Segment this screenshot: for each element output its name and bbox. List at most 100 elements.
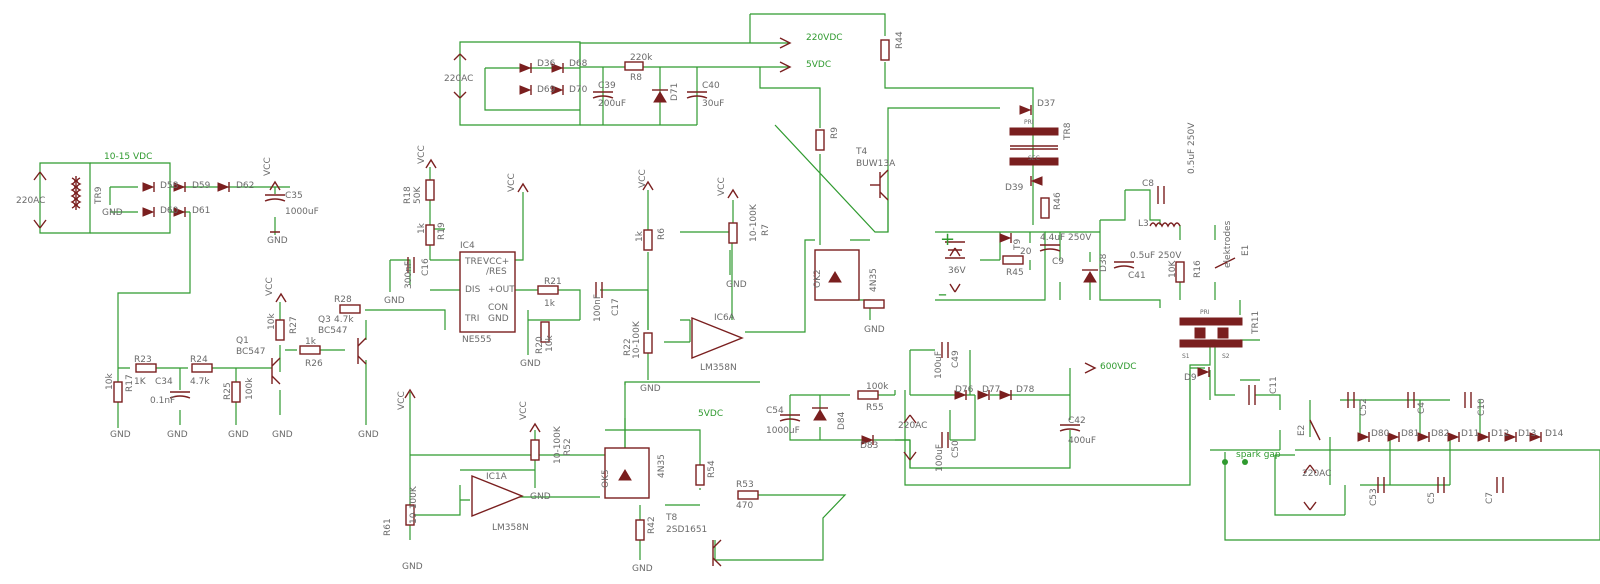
label-r45: R45 bbox=[1006, 268, 1024, 278]
label-c10: C10 bbox=[1477, 398, 1487, 416]
label-d78: D78 bbox=[1016, 385, 1035, 395]
label-gnd-7: GND bbox=[864, 325, 885, 335]
label-tr9: TR9 bbox=[94, 186, 104, 205]
label-d36: D36 bbox=[537, 59, 556, 69]
label-r44: R44 bbox=[895, 31, 905, 49]
label-d58: D58 bbox=[160, 181, 179, 191]
label-r16-value: 10K bbox=[1168, 260, 1178, 278]
label-c9-value: 4.4uF 250V bbox=[1040, 233, 1092, 243]
label-r52: R52 bbox=[563, 438, 573, 456]
label-ok5: OK5 bbox=[601, 469, 611, 488]
label-r17: R17 bbox=[125, 374, 135, 392]
label-c11: C11 bbox=[1269, 376, 1279, 394]
label-r42: R42 bbox=[647, 516, 657, 534]
transistor-q3 bbox=[357, 337, 367, 365]
label-gnd-1: GND bbox=[102, 208, 123, 218]
label-d77: D77 bbox=[982, 385, 1000, 395]
label-r45-value: 20 bbox=[1020, 247, 1032, 257]
label-lm358-b: LM358N bbox=[492, 523, 529, 533]
label-d12: D12 bbox=[1491, 429, 1509, 439]
label-elec: elektrodes bbox=[1223, 220, 1233, 268]
label-ic4-con: CON bbox=[488, 303, 508, 313]
label-c52: C52 bbox=[1359, 398, 1369, 416]
ic1a-opamp bbox=[471, 474, 524, 518]
label-c35: C35 bbox=[285, 191, 303, 201]
label-r26: R26 bbox=[305, 359, 323, 369]
label-d60: D60 bbox=[160, 206, 179, 216]
label-q1: Q1 bbox=[236, 336, 249, 346]
label-vcc-3: VCC bbox=[507, 173, 517, 192]
label-c34-value: 0.1nF bbox=[150, 396, 175, 406]
label-r27: R27 bbox=[289, 316, 299, 334]
label-c54: C54 bbox=[766, 406, 784, 416]
label-r6-value: 1k bbox=[635, 230, 645, 242]
label-ok5-value: 4N35 bbox=[657, 454, 667, 478]
transistor-t8 bbox=[712, 539, 722, 567]
label-r16: R16 bbox=[1193, 260, 1203, 278]
label-ic4-name: NE555 bbox=[462, 335, 492, 345]
label-220vdc: 220VDC bbox=[806, 33, 843, 43]
label-600vdc: 600VDC bbox=[1100, 362, 1137, 372]
label-c17: C17 bbox=[611, 298, 621, 316]
label-r46: R46 bbox=[1053, 192, 1063, 210]
label-r23: R23 bbox=[134, 355, 152, 365]
label-d9: D9 bbox=[1184, 373, 1197, 383]
label-c40: C40 bbox=[702, 81, 720, 91]
label-ic4-res: /RES bbox=[486, 267, 507, 277]
label-t8-value: 2SD1651 bbox=[666, 525, 707, 535]
label-c8: C8 bbox=[1142, 179, 1154, 189]
transistor-q1 bbox=[271, 357, 281, 385]
label-r20-value: 10k bbox=[545, 335, 555, 352]
labels: 220AC 10-15 VDC TR9 GND D58 D59 D60 D61 … bbox=[16, 31, 1564, 574]
label-d11: D11 bbox=[1461, 429, 1479, 439]
label-c41-value: 0.5uF 250V bbox=[1130, 251, 1182, 261]
label-d38: D38 bbox=[1099, 253, 1109, 272]
label-r17-value: 10k bbox=[105, 373, 115, 390]
transformer-tr9 bbox=[70, 176, 82, 210]
label-ac2: 220AC bbox=[444, 74, 473, 84]
label-d39: D39 bbox=[1005, 183, 1024, 193]
label-e2: E2 bbox=[1297, 425, 1307, 436]
label-d37: D37 bbox=[1037, 99, 1055, 109]
label-s2: S2 bbox=[1222, 353, 1230, 360]
label-ic4-dis: DIS bbox=[465, 285, 481, 295]
label-r7-value: 10-100K bbox=[749, 203, 759, 242]
label-ic4-gnd: GND bbox=[488, 314, 509, 324]
ic4-ne555 bbox=[459, 251, 516, 333]
label-c16: C16 bbox=[421, 258, 431, 276]
label-r8: R8 bbox=[630, 73, 642, 83]
label-vcc-1: VCC bbox=[263, 157, 273, 176]
label-gnd-8: GND bbox=[272, 430, 293, 440]
diodes-left bbox=[142, 182, 230, 217]
label-c8-value: 0.5uF 250V bbox=[1187, 122, 1197, 174]
label-gnd-9: GND bbox=[358, 430, 379, 440]
label-r55-value: 100k bbox=[866, 382, 889, 392]
label-ic4-tri: TRI bbox=[464, 314, 479, 324]
label-d70: D70 bbox=[569, 85, 588, 95]
label-r22-value: 10-100K bbox=[632, 320, 642, 359]
label-tr11: TR11 bbox=[1251, 311, 1261, 335]
label-r21: R21 bbox=[544, 277, 562, 287]
label-q3-value: BC547 bbox=[318, 326, 347, 336]
svg-text:–: – bbox=[938, 284, 947, 305]
label-ok2: OK2 bbox=[813, 269, 823, 288]
label-r61: R61 bbox=[383, 518, 393, 536]
label-r19: R19 bbox=[437, 222, 447, 240]
label-ac3: 220AC bbox=[898, 421, 927, 431]
label-c49-value: 100uF bbox=[934, 351, 944, 379]
label-r19-value: 1k bbox=[417, 222, 427, 234]
label-c50-value: 100uF bbox=[935, 444, 945, 472]
label-d14: D14 bbox=[1545, 429, 1564, 439]
label-r53: R53 bbox=[736, 480, 754, 490]
transistor-t4 bbox=[870, 169, 889, 201]
label-gnd-6: GND bbox=[726, 280, 747, 290]
label-d59: D59 bbox=[192, 181, 211, 191]
label-pri-tr8: PRI bbox=[1024, 119, 1034, 126]
label-r26-value: 1k bbox=[305, 337, 317, 347]
label-r9: R9 bbox=[830, 127, 840, 139]
label-vcc-6: VCC bbox=[265, 277, 275, 296]
label-r18-value: 50K bbox=[413, 186, 423, 204]
label-tr8: TR8 bbox=[1063, 122, 1073, 141]
label-c39-value: 200uF bbox=[598, 99, 626, 109]
